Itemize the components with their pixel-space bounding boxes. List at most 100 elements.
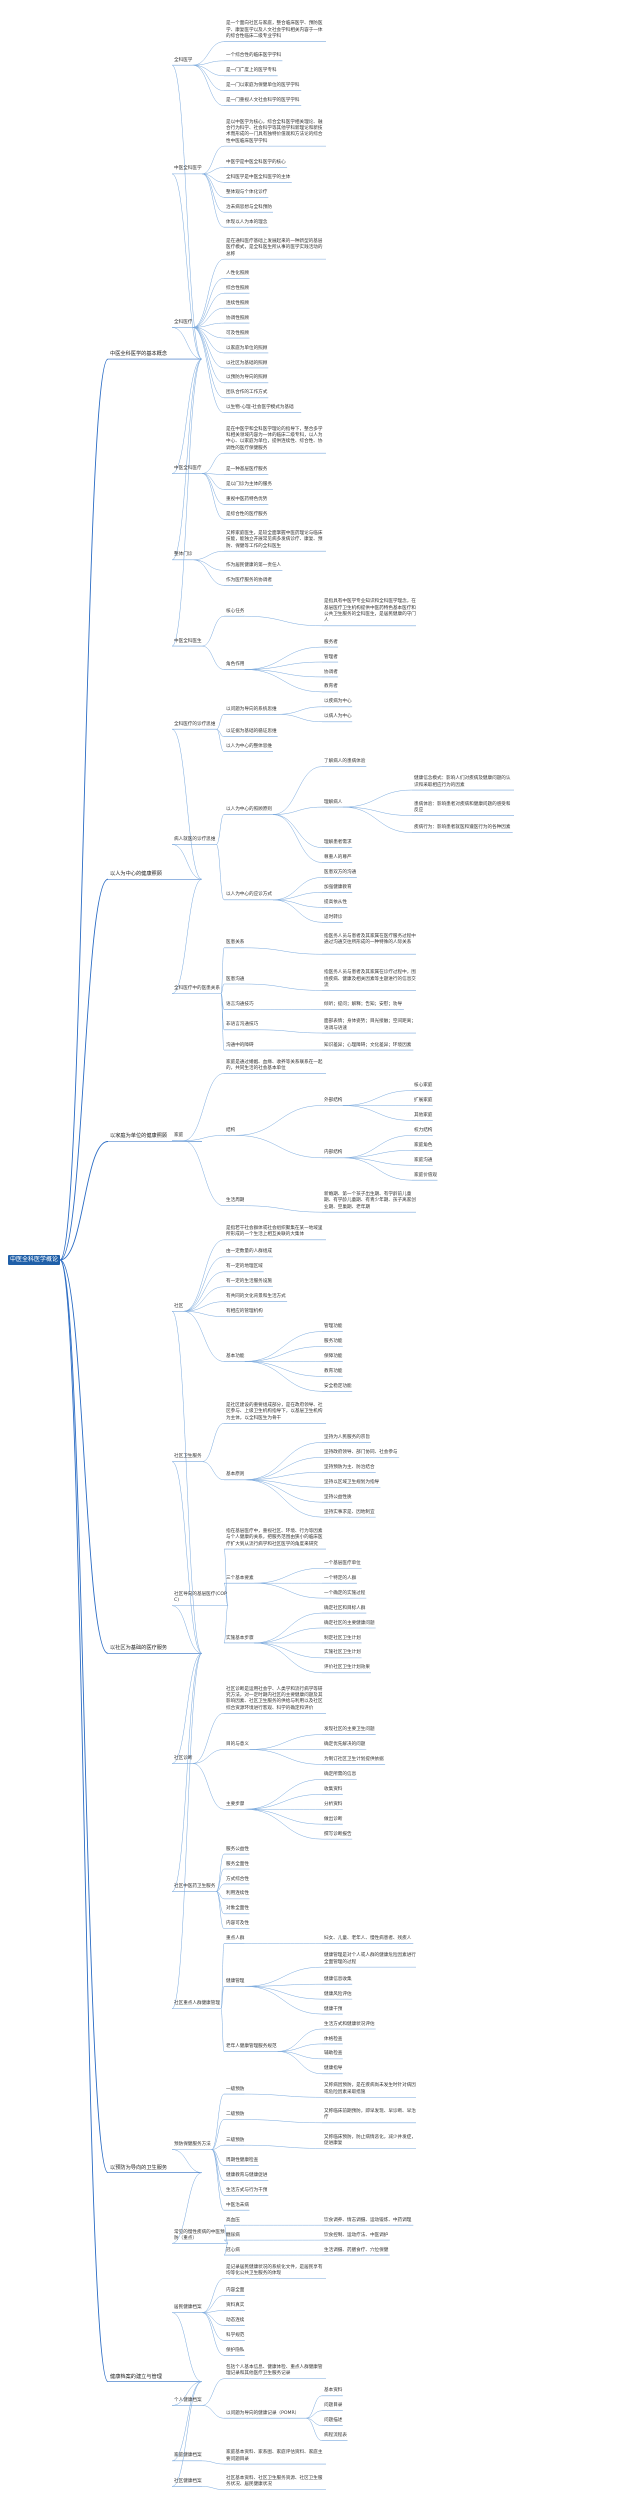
mindmap-node: 沟通中的障碍 [226,1042,254,1048]
mindmap-node: 社区导向的基层医疗(COPC) [174,1591,227,1604]
mindmap-node: 全科医学是中医全科医学的主体 [226,174,291,180]
mindmap-node: 动态连续 [226,2318,245,2324]
connector-line [277,714,323,723]
connector-line [223,1582,229,1606]
section-node: 中医全科医学的基本概念 [110,351,168,358]
connector-line [171,728,203,880]
connector-line [342,1157,413,1181]
mindmap-node: 综合性照顾 [226,285,249,291]
connector-line [192,559,225,571]
mindmap-node: 医患双方的沟通 [324,870,357,876]
mindmap-node: 以社区为基础的照顾 [226,360,268,366]
connector-line [183,1140,225,1206]
connector-line [244,646,323,670]
connector-line [192,278,225,328]
connector-line [244,1479,323,1518]
mindmap-node: 是一门以家庭为保健单位的医学学科 [226,83,300,89]
connector-line [254,1582,323,1599]
mindmap-node: 做出诊断 [324,1816,343,1822]
mindmap-node: 是指具有中医学专业知识和全科医学理念，在基层医疗卫生机构提供中医药特色基本医疗和… [324,599,416,624]
mindmap-node: 目的与意义 [226,1742,249,1748]
mindmap-node: 是一门广度上的医学专科 [226,68,277,74]
connector-line [192,559,225,586]
connector-line [59,1259,109,2383]
mindmap-node: 家庭健康档案 [174,2453,202,2459]
connector-line [183,1256,225,1312]
mindmap-node: 连续性照顾 [226,300,249,306]
connector-line [249,1734,323,1750]
mindmap-node: 全科医疗 [174,320,193,325]
mindmap-node: 是综合性的医疗服务 [226,511,268,517]
connector-line [183,1311,225,1362]
connector-line [216,1891,225,1929]
section-node: 健康档案的建立与管理 [110,2373,162,2380]
connector-line [244,1479,323,1488]
connector-line [277,2028,323,2052]
mindmap-node: 三个基本要素 [226,1575,254,1581]
connector-line [272,766,323,815]
connector-line [216,814,225,845]
mindmap-node: 又称家庭医生，是较全面掌握中医药理论与临床技能，能独立开展常见病多发病诊疗、康复… [226,531,323,549]
connector-line [244,1808,323,1825]
connector-line [171,64,203,360]
root-node: 中医全科医学概论 [8,1255,60,1265]
mindmap-node: 服务公益性 [226,1846,249,1852]
mindmap-node: 又称病因预防，是在疾病尚未发生时针对病因或危险因素采取措施 [324,2083,416,2095]
mindmap-node: 以病人为中心 [324,714,352,720]
connector-line [202,473,225,475]
connector-line [183,1286,225,1312]
mindmap-node: 有相应的管理机构 [226,1309,263,1315]
mindmap-node: 实施社区卫生计划 [324,1650,361,1656]
mindmap-node: 中医全科医疗 [174,466,202,472]
mindmap-node: 制定社区卫生计划 [324,1635,361,1641]
mindmap-node: 安全稳定功能 [324,1383,352,1389]
mindmap-node: 了解病人的患病体验 [324,759,366,765]
connector-line [171,358,203,474]
mindmap-node: 保障功能 [324,1354,343,1360]
connector-line [277,706,323,715]
connector-line [183,1271,225,1312]
connector-line [244,1361,323,1377]
connector-line [216,714,225,730]
connector-line [171,1605,203,1654]
mindmap-node: 体现以人为本的理念 [226,219,268,225]
mindmap-node: 中医全科医学 [174,166,202,172]
connector-line [342,806,413,816]
mindmap-node: 健康信念模式：影响人们对疾病及健康问题的认识和采取相应行为的因素 [414,776,511,788]
connector-line [192,327,225,384]
mindmap-node: 指医务人员与患者及其家属在医疗服务过程中通过沟通交往所形成的一种特殊的人际关系 [324,934,416,946]
mindmap-node: 管理者 [324,654,338,660]
connector-line [192,327,225,399]
connector-line [183,1239,225,1312]
connector-line [211,2093,225,2150]
mindmap-node: 坚持政府领导、部门协同、社会参与 [324,1449,398,1455]
connector-line [202,2310,225,2313]
mindmap-node: 是一门重视人文社会科学的医学学科 [226,98,300,104]
mindmap-node: 周期性健康检查 [226,2158,259,2164]
connector-line [202,473,225,490]
mindmap-node: 以问题为导向的系统思维 [226,706,277,712]
mindmap-node: 坚持公益性质 [324,1494,352,1500]
mindmap-node: 科学规范 [226,2332,245,2338]
mindmap-node: 社区中医药卫生服务 [174,1883,216,1889]
mindmap-node: 权力结构 [414,1127,433,1133]
connector-line [59,1259,109,2174]
connector-line [59,1259,109,1654]
connector-line [202,2312,225,2341]
mindmap-node: 医患沟通 [226,976,245,982]
connector-line [171,1653,203,1764]
mindmap-node: 内部结构 [324,1150,343,1156]
mindmap-node: 对象全面性 [226,1906,249,1912]
connector-line [272,899,323,908]
mindmap-node: 辅助检查 [324,2051,343,2057]
connector-line [220,1943,225,2009]
mindmap-node: 问题描述 [324,2418,343,2424]
mindmap-node: 以证据为基础的循证思维 [226,729,277,735]
connector-line [244,947,323,955]
connector-line [202,2405,225,2419]
mindmap-node: 家庭 [174,1133,184,1139]
connector-line [183,1311,225,1317]
mindmap-node: 分析资料 [324,1801,343,1807]
connector-line [211,2144,225,2150]
